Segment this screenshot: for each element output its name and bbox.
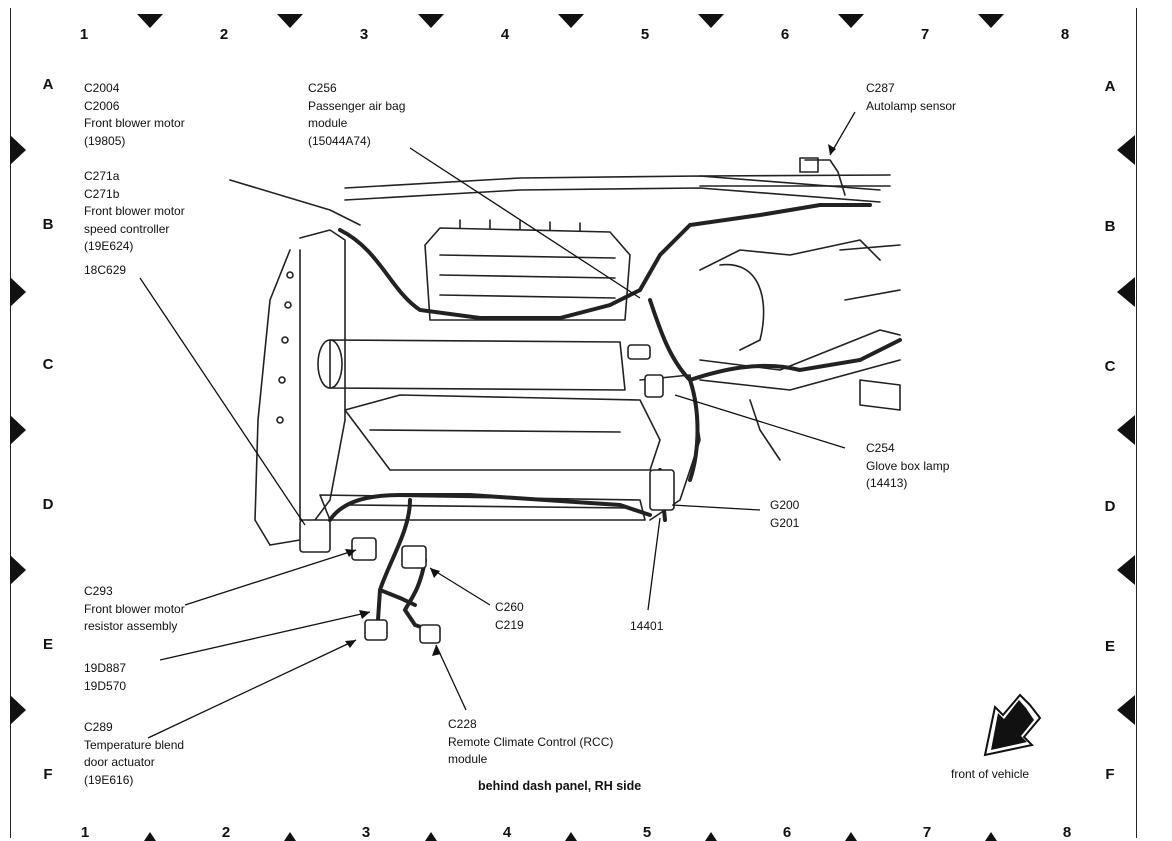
grid-row-f-right: F xyxy=(1105,766,1115,783)
grid-row-c-right: C xyxy=(1104,358,1116,375)
grid-column-1-top: 1 xyxy=(79,26,89,43)
grid-row-e-left: E xyxy=(42,636,53,653)
grid-column-6-bottom: 6 xyxy=(782,824,792,841)
dash-structure xyxy=(229,157,901,546)
grid-column-1-bottom: 1 xyxy=(80,824,90,841)
callout-c2004-front-blower-motor: C2004 C2006 Front blower motor (19805) xyxy=(84,81,185,148)
diagram-caption: behind dash panel, RH side xyxy=(478,779,642,793)
leader-lines xyxy=(139,111,856,739)
grid-column-3-top: 3 xyxy=(359,26,369,43)
arrow-heads xyxy=(345,144,836,656)
grid-row-a-right: A xyxy=(1104,78,1116,95)
grid-column-2-bottom: 2 xyxy=(221,824,231,841)
grid-column-3-bottom: 3 xyxy=(361,824,371,841)
grid-row-c-left: C xyxy=(42,356,54,373)
callout-c271-speed-controller: C271a C271b Front blower motor speed con… xyxy=(84,169,185,253)
callout-c254-glove-box-lamp: C254 Glove box lamp (14413) xyxy=(866,441,950,490)
grid-column-8-top: 8 xyxy=(1060,26,1070,43)
grid-row-d-right: D xyxy=(1104,498,1116,515)
harness-connectors xyxy=(299,344,675,644)
callout-14401: 14401 xyxy=(630,619,664,633)
grid-row-a-left: A xyxy=(42,76,54,93)
right-markers xyxy=(1117,135,1135,725)
grid-row-e-right: E xyxy=(1104,638,1115,655)
left-markers xyxy=(10,135,26,725)
callout-c260-c219: C260 C219 xyxy=(495,600,524,632)
grid-column-4-top: 4 xyxy=(500,26,510,43)
callout-c228-rcc-module: C228 Remote Climate Control (RCC) module xyxy=(448,717,614,766)
grid-column-6-top: 6 xyxy=(780,26,790,43)
callout-c287-autolamp-sensor: C287 Autolamp sensor xyxy=(866,81,957,113)
callout-19d887-19d570: 19D887 19D570 xyxy=(84,661,127,693)
top-markers xyxy=(137,14,1004,28)
grid-column-7-bottom: 7 xyxy=(922,824,932,841)
wire-harness xyxy=(328,203,902,632)
grid-column-7-top: 7 xyxy=(920,26,930,43)
callout-c293-resistor-assembly: C293 Front blower motor resistor assembl… xyxy=(84,584,185,633)
callout-g200-g201: G200 G201 xyxy=(770,498,800,530)
grid-row-b-right: B xyxy=(1104,218,1116,235)
front-of-vehicle-arrow-icon xyxy=(983,693,1042,757)
grid-column-8-bottom: 8 xyxy=(1062,824,1072,841)
callout-c289-temperature-blend-door: C289 Temperature blend door actuator (19… xyxy=(84,720,185,787)
bottom-markers xyxy=(144,832,997,841)
grid-column-2-top: 2 xyxy=(219,26,229,43)
grid-column-5-top: 5 xyxy=(640,26,650,43)
grid-column-5-bottom: 5 xyxy=(642,824,652,841)
callout-c256-passenger-air-bag: C256 Passenger air bag module (15044A74) xyxy=(308,81,406,148)
grid-row-b-left: B xyxy=(42,216,54,233)
grid-row-d-left: D xyxy=(42,496,54,513)
front-of-vehicle-label: front of vehicle xyxy=(951,767,1030,781)
grid-row-f-left: F xyxy=(43,766,53,783)
callout-18c629: 18C629 xyxy=(84,263,127,277)
grid-column-4-bottom: 4 xyxy=(502,824,512,841)
